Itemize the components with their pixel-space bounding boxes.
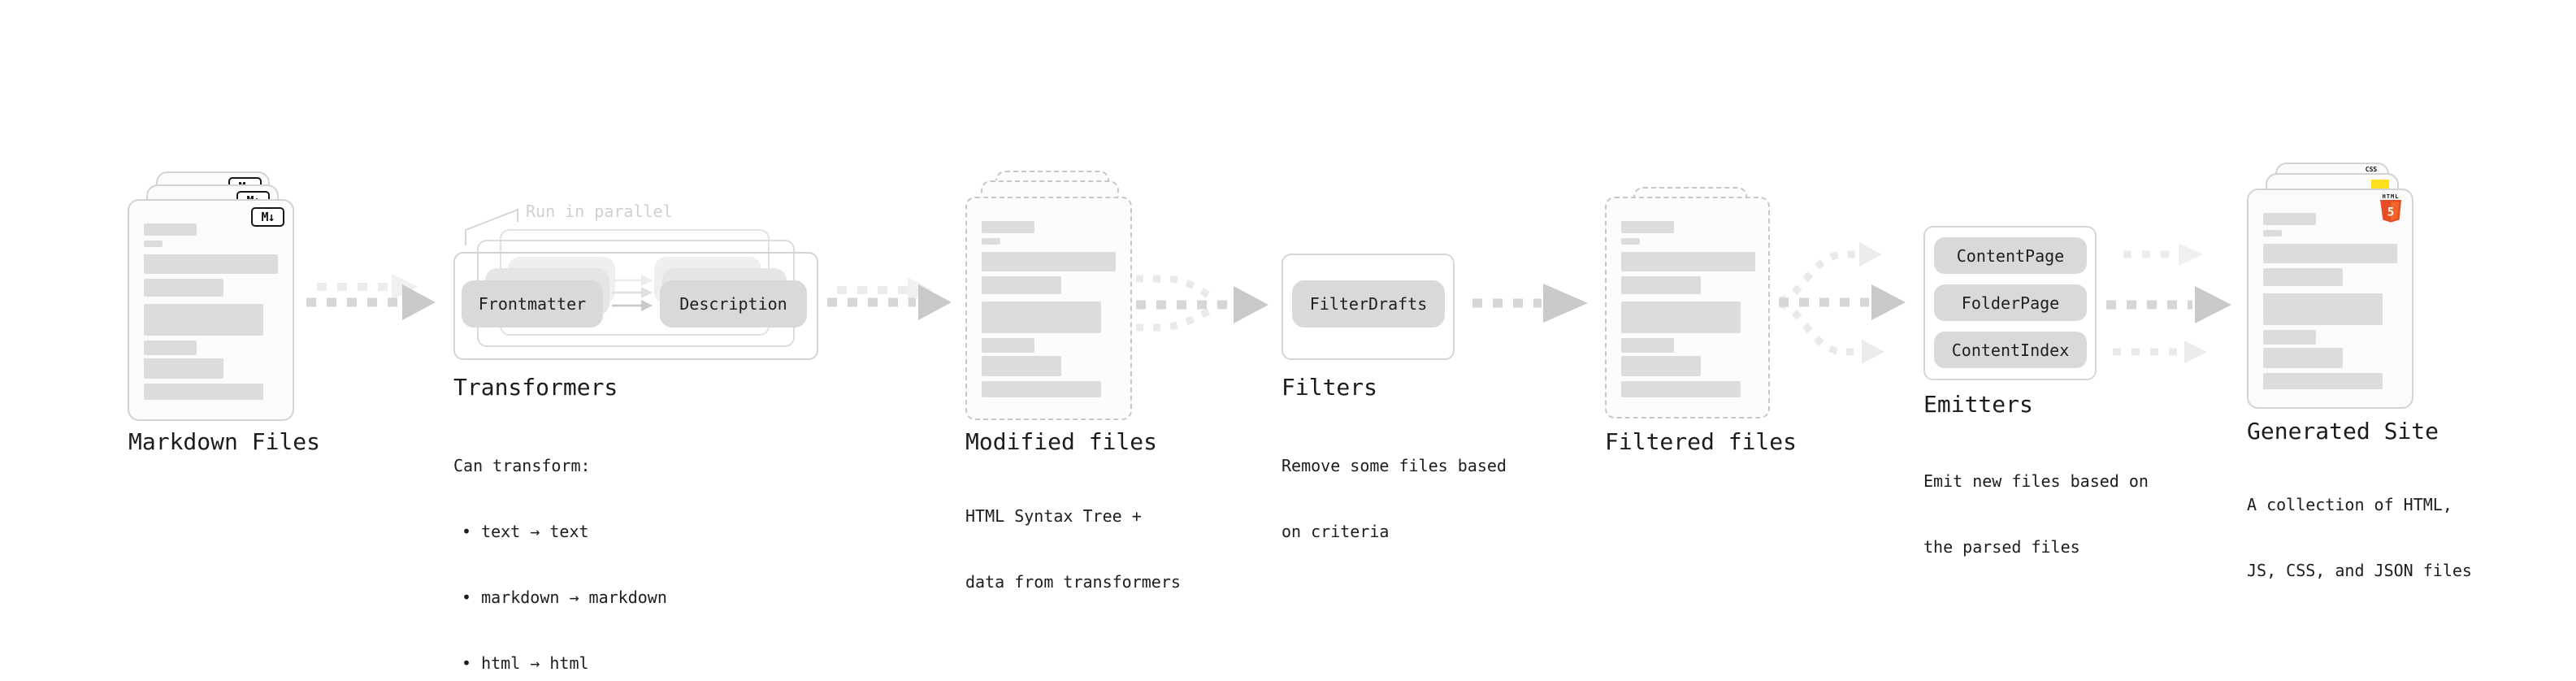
- content-bar: [144, 241, 163, 247]
- content-bar: [144, 384, 263, 400]
- content-bar: [144, 254, 278, 274]
- content-bar: [1621, 276, 1701, 294]
- transform-arrow-ghost-back: [612, 275, 653, 286]
- stage-label-filters: Filters: [1281, 374, 1378, 401]
- stage-label-modified-files: Modified files: [965, 428, 1158, 455]
- content-bar: [2263, 268, 2343, 286]
- stage-label-emitters: Emitters: [1923, 391, 2033, 418]
- flow-arrow-transformers-to-modified: [827, 277, 952, 320]
- flow-arrow-emitters-to-generated: [2106, 243, 2231, 363]
- transform-arrow-ghost-middle: [612, 287, 653, 298]
- transformers-description: Can transform: • text → text • markdown …: [453, 411, 667, 681]
- description-line: JS, CSS, and JSON files: [2247, 561, 2472, 580]
- file-content-placeholder: [129, 201, 293, 400]
- file-stack-filtered: [1605, 187, 1770, 420]
- description-line: Can transform:: [453, 456, 591, 475]
- content-bar: [144, 358, 223, 379]
- description-bullet: • markdown → markdown: [462, 588, 667, 607]
- description-line: Remove some files based: [1281, 456, 1507, 475]
- generated-description: A collection of HTML, JS, CSS, and JSON …: [2247, 450, 2472, 626]
- file-content-placeholder: [1607, 198, 1768, 397]
- description-line: HTML Syntax Tree +: [965, 506, 1142, 526]
- file-content-placeholder: [967, 198, 1130, 397]
- flow-arrow-modified-to-filters: [1136, 275, 1268, 332]
- content-bar: [2263, 330, 2316, 345]
- description-line: on criteria: [1281, 522, 1390, 541]
- file-stack-modified: [965, 171, 1132, 420]
- content-bar: [144, 304, 263, 336]
- content-page-chip: ContentPage: [1934, 237, 2087, 274]
- content-bar: [982, 356, 1061, 376]
- content-bar: [144, 223, 197, 236]
- description-bullet: • html → html: [462, 653, 589, 673]
- content-bar: [1621, 252, 1755, 271]
- filter-drafts-chip: FilterDrafts: [1292, 280, 1445, 327]
- markdown-file-card-front: M↓: [128, 199, 294, 421]
- content-bar: [1621, 338, 1674, 353]
- content-bar: [1621, 221, 1674, 233]
- content-bar: [2263, 230, 2282, 236]
- css-icon-label: CSS: [2365, 166, 2378, 173]
- file-content-placeholder: [2249, 190, 2412, 389]
- content-bar: [2263, 244, 2397, 263]
- stage-label-markdown-files: Markdown Files: [128, 428, 321, 455]
- content-bar: [982, 381, 1101, 397]
- file-stack-markdown: M↓ M↓ M↓: [128, 171, 294, 421]
- transformer-card-front: [453, 252, 818, 360]
- description-line: A collection of HTML,: [2247, 495, 2452, 514]
- filtered-file-card-front: [1605, 197, 1770, 419]
- content-bar: [144, 279, 223, 297]
- run-in-parallel-callout-line: [465, 208, 518, 245]
- markdown-icon: M↓: [251, 207, 284, 227]
- html5-icon: HTML 5: [2379, 193, 2403, 228]
- stage-label-transformers: Transformers: [453, 374, 618, 401]
- content-bar: [2263, 213, 2316, 225]
- flow-arrow-filters-to-filtered: [1472, 284, 1588, 323]
- content-index-chip: ContentIndex: [1934, 332, 2087, 368]
- filters-description: Remove some files based on criteria: [1281, 411, 1507, 587]
- description-bullet: • text → text: [462, 522, 589, 541]
- content-bar: [144, 340, 197, 355]
- description-line: data from transformers: [965, 572, 1181, 592]
- frontmatter-chip: Frontmatter: [462, 280, 603, 327]
- flow-arrow-markdown-to-transformers: [306, 274, 436, 320]
- description-chip: Description: [660, 280, 807, 327]
- flow-arrow-filtered-to-emitters: [1778, 242, 1906, 364]
- content-bar: [1621, 238, 1640, 245]
- generated-file-card-html: HTML 5: [2247, 189, 2413, 409]
- modified-description: HTML Syntax Tree + data from transformer…: [965, 462, 1181, 637]
- description-line: the parsed files: [1923, 537, 2080, 557]
- content-bar: [1621, 356, 1701, 376]
- file-stack-generated: CSS HTML 5: [2247, 163, 2413, 409]
- folder-page-chip: FolderPage: [1934, 284, 2087, 321]
- content-bar: [982, 252, 1116, 271]
- description-line: Emit new files based on: [1923, 471, 2149, 491]
- content-bar: [982, 221, 1034, 233]
- stage-label-filtered-files: Filtered files: [1605, 428, 1798, 455]
- content-bar: [2263, 373, 2383, 389]
- html5-shield: 5: [2380, 200, 2401, 223]
- run-in-parallel-annotation: Run in parallel: [526, 202, 673, 221]
- transform-arrow: [612, 300, 653, 311]
- html5-icon-label: HTML: [2382, 193, 2400, 200]
- stage-label-generated-site: Generated Site: [2247, 418, 2439, 445]
- content-bar: [982, 338, 1034, 353]
- modified-file-card-front: [965, 197, 1132, 420]
- content-bar: [2263, 293, 2383, 325]
- content-bar: [2263, 348, 2343, 368]
- emitters-description: Emit new files based on the parsed files: [1923, 427, 2149, 602]
- content-bar: [1621, 301, 1741, 333]
- content-bar: [1621, 381, 1741, 397]
- content-bar: [982, 276, 1061, 294]
- html5-icon-number: 5: [2387, 206, 2394, 219]
- content-bar: [982, 238, 1000, 245]
- content-bar: [982, 301, 1101, 333]
